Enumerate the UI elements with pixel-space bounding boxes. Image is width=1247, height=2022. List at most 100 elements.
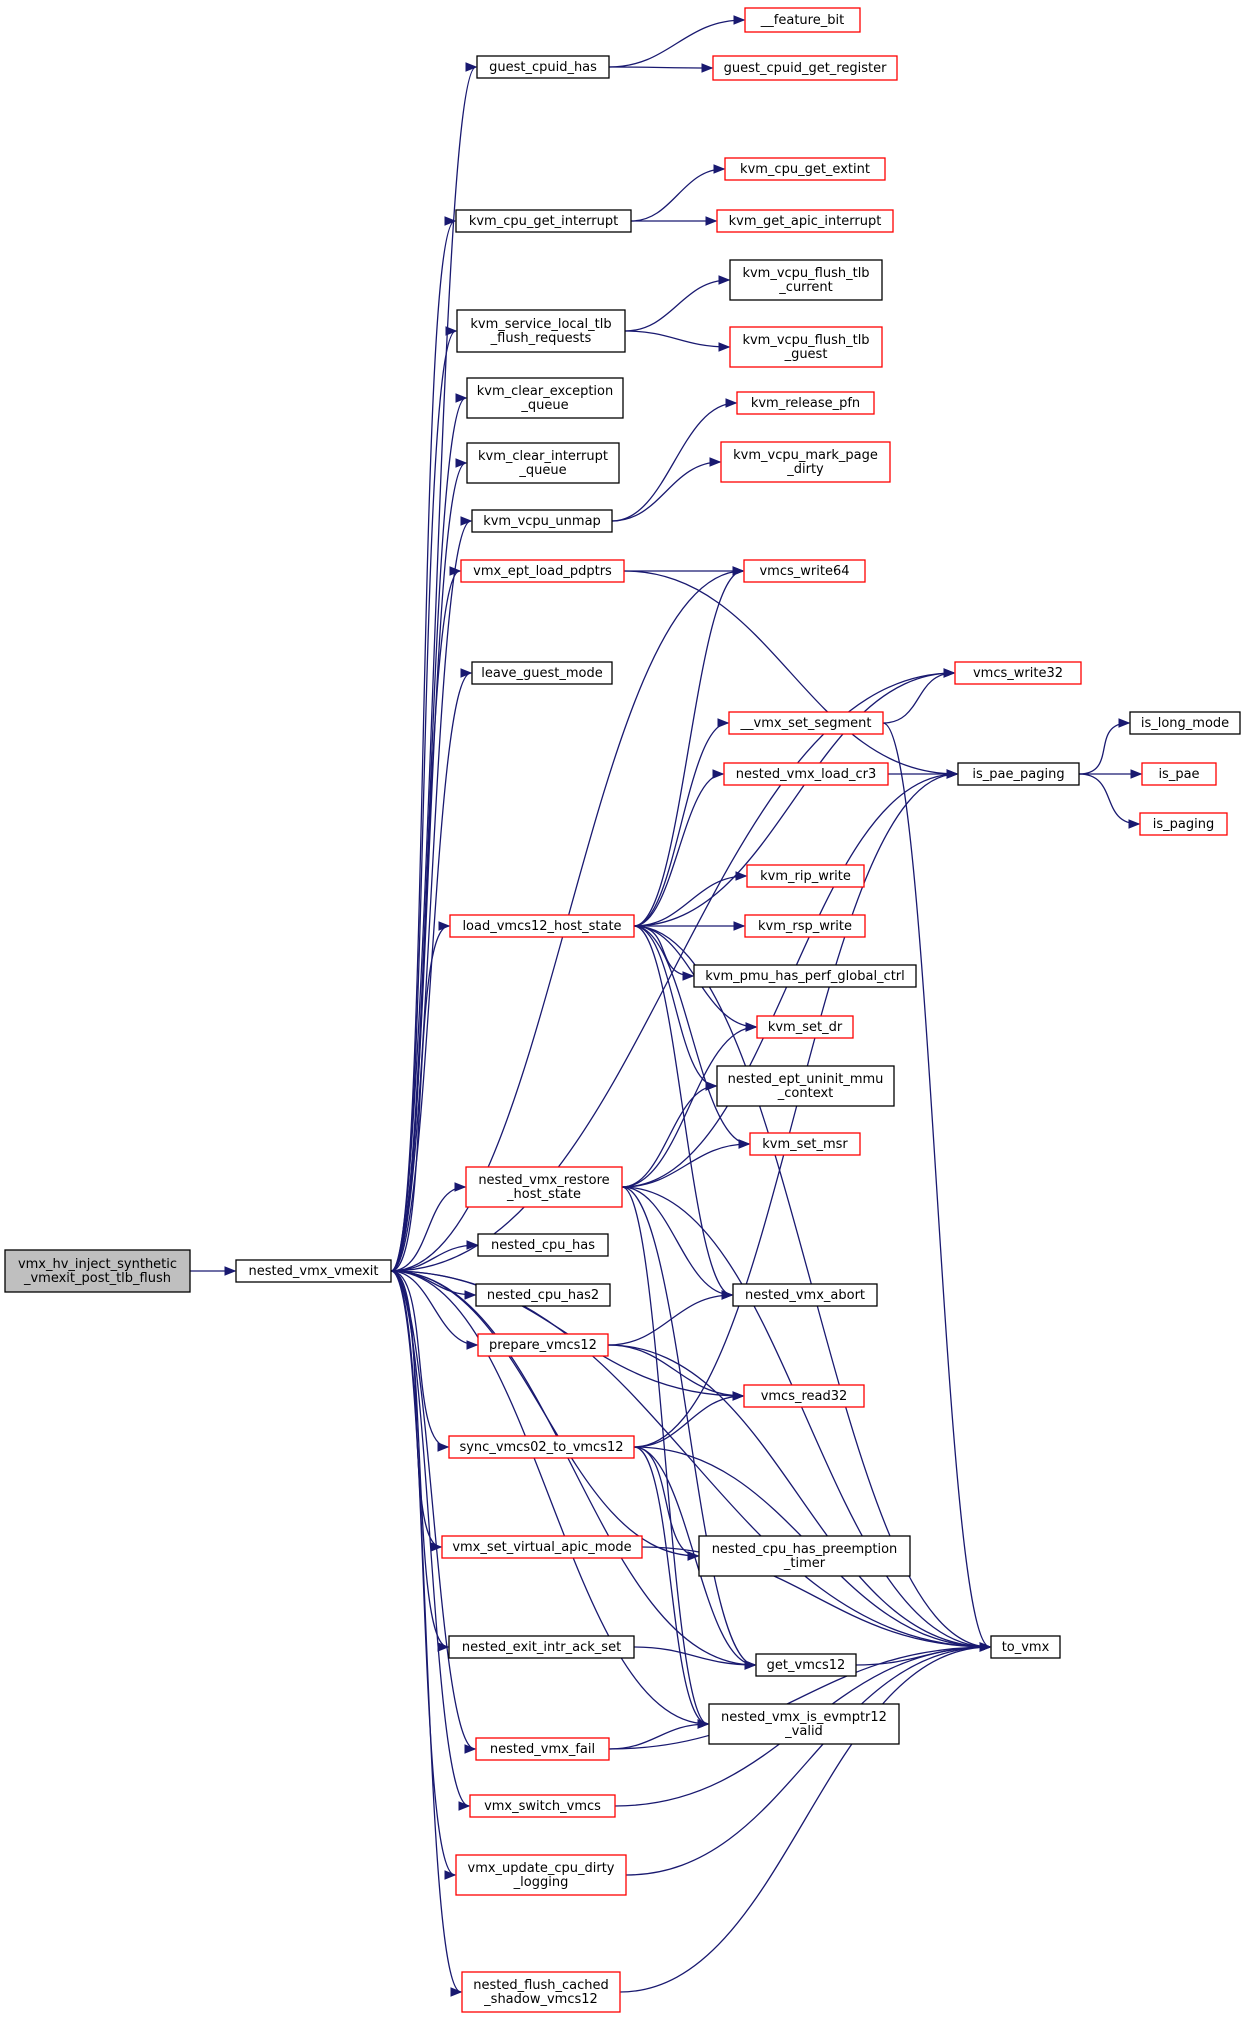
node-box: [743, 559, 866, 583]
node-vmx-update-cpu-dirty-logging[interactable]: vmx_update_cpu_dirty_logging: [455, 1854, 627, 1896]
node-label: nested_cpu_has_preemption: [712, 1542, 898, 1557]
node-kvm-clear-interrupt-queue[interactable]: kvm_clear_interrupt_queue: [466, 442, 620, 484]
node-kvm-rsp-write[interactable]: kvm_rsp_write: [744, 914, 866, 938]
node-label: vmx_ept_load_pdptrs: [473, 564, 612, 579]
node-guest-cpuid-get-register[interactable]: guest_cpuid_get_register: [712, 55, 898, 81]
node-kvm-cpu-get-interrupt[interactable]: kvm_cpu_get_interrupt: [455, 209, 632, 233]
node-kvm-rip-write[interactable]: kvm_rip_write: [746, 864, 865, 888]
node-nested-vmx-is-evmptr12-valid[interactable]: nested_vmx_is_evmptr12_valid: [708, 1703, 900, 1745]
arrowhead-icon: [705, 216, 718, 226]
node-label: kvm_rsp_write: [758, 919, 852, 934]
node-load-vmcs12-host-state[interactable]: load_vmcs12_host_state: [449, 914, 635, 938]
node-prepare-vmcs12[interactable]: prepare_vmcs12: [477, 1333, 609, 1357]
node-box: [756, 1015, 854, 1039]
node-vmcs-read32[interactable]: vmcs_read32: [743, 1384, 865, 1408]
node-label: leave_guest_mode: [481, 666, 603, 681]
node-vmx-set-virtual-apic-mode[interactable]: vmx_set_virtual_apic_mode: [441, 1535, 643, 1559]
node-nested-cpu-has2[interactable]: nested_cpu_has2: [475, 1283, 611, 1307]
node-kvm-service-local-tlb[interactable]: kvm_service_local_tlb_flush_requests: [456, 309, 626, 353]
node-kvm-get-apic-interrupt[interactable]: kvm_get_apic_interrupt: [716, 209, 894, 233]
arrowhead-icon: [444, 1870, 457, 1880]
node-nested-cpu-has[interactable]: nested_cpu_has: [477, 1233, 609, 1257]
node-leave-guest-mode[interactable]: leave_guest_mode: [471, 661, 613, 685]
call-edge-nested-vmx-vmexit-to-prepare-vmcs12: [390, 1270, 479, 1350]
arrowhead-icon: [697, 1719, 710, 1729]
arrowhead-icon: [943, 668, 956, 678]
call-edge-nested-exit-intr-ack-set-to-get-vmcs12: [633, 1646, 757, 1670]
node-box: [749, 1132, 861, 1156]
edge-line: [390, 1270, 470, 1807]
node-vmx-ept-load-pdptrs[interactable]: vmx_ept_load_pdptrs: [460, 559, 625, 583]
node-kvm-clear-exception-queue[interactable]: kvm_clear_exception_queue: [466, 377, 624, 419]
node-kvm-release-pfn[interactable]: kvm_release_pfn: [736, 391, 875, 415]
node-is-paging[interactable]: is_paging: [1139, 812, 1228, 836]
arrowhead-icon: [458, 1801, 471, 1811]
node-nested-vmx-abort[interactable]: nested_vmx_abort: [732, 1283, 878, 1307]
node-label: kvm_service_local_tlb: [470, 317, 611, 332]
node-is-pae-paging[interactable]: is_pae_paging: [957, 762, 1080, 786]
edge-line: [882, 722, 991, 1648]
node-is-pae[interactable]: is_pae: [1141, 762, 1217, 786]
node-kvm-vcpu-unmap[interactable]: kvm_vcpu_unmap: [471, 509, 613, 533]
node-kvm-cpu-get-extint[interactable]: kvm_cpu_get_extint: [724, 157, 886, 181]
call-edge-sync-vmcs02-to-vmcs12-to-vmcs-read32: [633, 1391, 745, 1448]
node-sync-vmcs02-to-vmcs12[interactable]: sync_vmcs02_to_vmcs12: [448, 1435, 635, 1459]
arrowhead-icon: [721, 1290, 734, 1300]
arrowhead-icon: [445, 326, 458, 336]
node-vmx-switch-vmcs[interactable]: vmx_switch_vmcs: [469, 1794, 616, 1818]
node-nested-vmx-vmexit[interactable]: nested_vmx_vmexit: [235, 1259, 392, 1283]
node-feature-bit[interactable]: __feature_bit: [744, 7, 861, 33]
node-nested-exit-intr-ack-set[interactable]: nested_exit_intr_ack_set: [448, 1635, 635, 1659]
edge-line: [633, 875, 747, 927]
node-guest-cpuid-has[interactable]: guest_cpuid_has: [476, 55, 610, 79]
node-kvm-set-msr[interactable]: kvm_set_msr: [749, 1132, 861, 1156]
edge-line: [621, 1026, 757, 1188]
node-kvm-vcpu-flush-tlb-guest[interactable]: kvm_vcpu_flush_tlb_guest: [729, 326, 883, 368]
edge-line: [621, 1186, 733, 1296]
arrowhead-icon: [455, 458, 468, 468]
node-nested-vmx-fail[interactable]: nested_vmx_fail: [475, 1737, 610, 1761]
call-edge-kvm-service-local-tlb-to-kvm-vcpu-flush-tlb-guest: [624, 330, 731, 352]
edge-line: [390, 66, 477, 1272]
node-kvm-set-dr[interactable]: kvm_set_dr: [756, 1015, 854, 1039]
call-edge-kvm-cpu-get-interrupt-to-kvm-cpu-get-extint: [630, 164, 726, 222]
node-to-vmx[interactable]: to_vmx: [990, 1635, 1061, 1659]
node-nested-ept-uninit-mmu-context[interactable]: nested_ept_uninit_mmu_context: [716, 1065, 895, 1107]
node-label: load_vmcs12_host_state: [462, 919, 621, 934]
node-is-long-mode[interactable]: is_long_mode: [1129, 711, 1241, 735]
node-nested-cpu-has-preemption-timer[interactable]: nested_cpu_has_preemption_timer: [698, 1535, 911, 1577]
node-label: nested_cpu_has: [491, 1238, 595, 1253]
arrowhead-icon: [438, 921, 451, 931]
edge-line: [390, 570, 461, 1272]
arrowhead-icon: [460, 668, 473, 678]
node-kvm-pmu-has-perf-global-ctrl[interactable]: kvm_pmu_has_perf_global_ctrl: [693, 964, 917, 988]
call-edge-guest-cpuid-has-to-guest-cpuid-get-register: [608, 63, 714, 73]
node-vmcs-write64[interactable]: vmcs_write64: [743, 559, 866, 583]
node-label: to_vmx: [1002, 1640, 1050, 1655]
node-label: _shadow_vmcs12: [483, 1992, 598, 2007]
arrowhead-icon: [444, 216, 457, 226]
node-nested-flush-cached-shadow-vmcs12[interactable]: nested_flush_cached_shadow_vmcs12: [461, 1971, 621, 2013]
node-label: kvm_vcpu_flush_tlb: [742, 266, 869, 281]
node-box: [755, 1653, 857, 1677]
node-label: vmcs_write64: [759, 564, 849, 579]
node-label: kvm_release_pfn: [751, 396, 860, 411]
node-box: [693, 964, 917, 988]
node-vmcs-write32[interactable]: vmcs_write32: [954, 661, 1082, 685]
node-box: [471, 661, 613, 685]
node-get-vmcs12[interactable]: get_vmcs12: [755, 1653, 857, 1677]
node-label: prepare_vmcs12: [489, 1338, 597, 1353]
node-nested-vmx-load-cr3[interactable]: nested_vmx_load_cr3: [723, 762, 889, 786]
node-box: [744, 7, 861, 33]
node-box: [477, 1233, 609, 1257]
node-root[interactable]: vmx_hv_inject_synthetic_vmexit_post_tlb_…: [4, 1249, 191, 1293]
node-vmx-set-segment[interactable]: __vmx_set_segment: [728, 711, 884, 735]
edge-line: [390, 462, 467, 1272]
edge-line: [621, 1186, 991, 1648]
node-kvm-vcpu-mark-page-dirty[interactable]: kvm_vcpu_mark_page_dirty: [720, 441, 891, 483]
arrowhead-icon: [725, 398, 738, 408]
node-nested-vmx-restore-host-state[interactable]: nested_vmx_restore_host_state: [465, 1166, 623, 1208]
edge-line: [621, 1186, 709, 1725]
call-edge-kvm-vcpu-unmap-to-kvm-vcpu-mark-page-dirty: [611, 457, 722, 522]
node-kvm-vcpu-flush-tlb-current[interactable]: kvm_vcpu_flush_tlb_current: [729, 259, 883, 301]
